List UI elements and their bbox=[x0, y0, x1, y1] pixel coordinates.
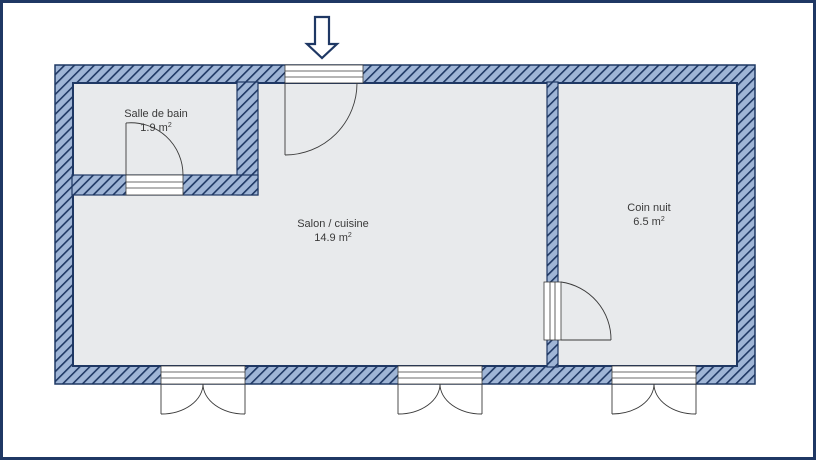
living-floor-upper bbox=[258, 84, 547, 197]
room-area: 14.9 m2 bbox=[314, 232, 352, 244]
bedroom-partition bbox=[546, 81, 559, 368]
bedroom-floor bbox=[558, 84, 736, 365]
floors bbox=[74, 84, 736, 365]
window-1-opening bbox=[160, 365, 246, 385]
window-3-swing bbox=[611, 383, 697, 415]
window-3-opening bbox=[611, 365, 697, 385]
bathroom-floor bbox=[74, 84, 237, 175]
sill-lines bbox=[126, 70, 696, 379]
bathroom-door-opening bbox=[125, 174, 184, 196]
room-name: Coin nuit bbox=[627, 202, 670, 214]
openings bbox=[125, 64, 697, 385]
room-name: Salon / cuisine bbox=[297, 218, 369, 230]
door-swings bbox=[125, 82, 697, 415]
entrance-opening bbox=[284, 64, 364, 84]
room-area: 6.5 m2 bbox=[633, 216, 665, 228]
window-2-swing bbox=[397, 383, 483, 415]
window-1-swing bbox=[160, 383, 246, 415]
window-2-opening bbox=[397, 365, 483, 385]
entrance-arrow-icon bbox=[304, 15, 340, 60]
bathroom-door-swing bbox=[125, 122, 184, 176]
room-label-bathroom: Salle de bain 1.9 m2 bbox=[124, 108, 188, 134]
room-name: Salle de bain bbox=[124, 108, 188, 120]
entrance-door-swing bbox=[284, 82, 358, 156]
bedroom-door-swing bbox=[560, 281, 612, 341]
bedroom-door-opening bbox=[543, 281, 562, 341]
room-label-bedroom: Coin nuit 6.5 m2 bbox=[627, 202, 670, 228]
room-label-living: Salon / cuisine 14.9 m2 bbox=[297, 218, 369, 244]
room-area: 1.9 m2 bbox=[140, 122, 172, 134]
living-floor-main bbox=[74, 195, 547, 365]
